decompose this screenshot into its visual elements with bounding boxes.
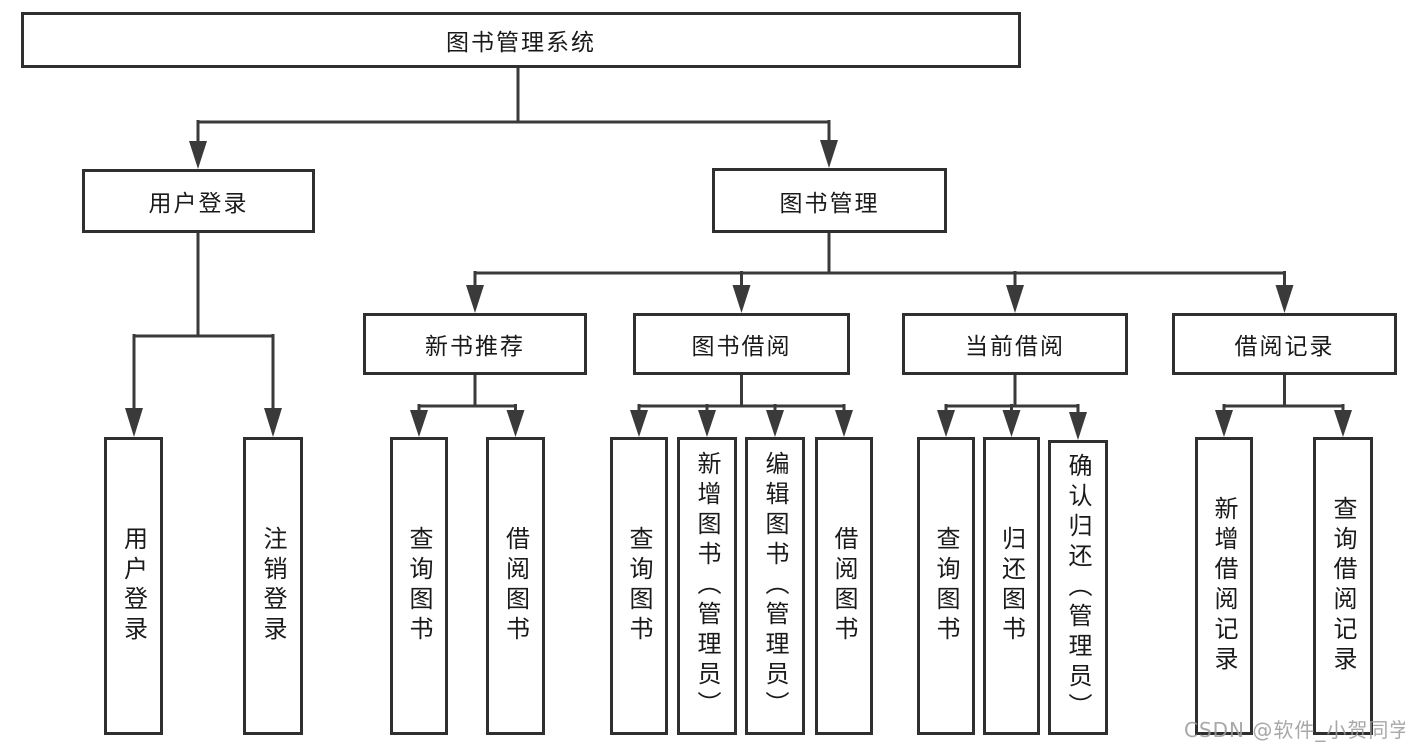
node-borrowing-records: 借阅记录 (1172, 313, 1397, 375)
leaf-query-books-current: 查询图书 (917, 437, 975, 735)
leaf-logout: 注销登录 (243, 437, 303, 735)
node-library-management-system: 图书管理系统 (21, 12, 1021, 68)
leaf-user-login: 用户登录 (104, 437, 163, 735)
leaf-borrow-books-recommend: 借阅图书 (486, 437, 545, 735)
leaf-add-book-admin: 新增图书（管理员） (677, 437, 737, 735)
node-new-book-recommendation: 新书推荐 (363, 313, 587, 375)
leaf-query-books-borrowing: 查询图书 (610, 437, 668, 735)
node-current-borrowing: 当前借阅 (902, 313, 1128, 375)
leaf-borrow-books-borrowing: 借阅图书 (815, 437, 873, 735)
leaf-query-books-recommend: 查询图书 (390, 437, 448, 735)
node-book-borrowing: 图书借阅 (633, 313, 850, 375)
leaf-edit-book-admin: 编辑图书（管理员） (745, 437, 805, 735)
leaf-return-book: 归还图书 (983, 437, 1040, 735)
leaf-confirm-return-admin: 确认归还（管理员） (1048, 440, 1108, 735)
leaf-add-borrow-record: 新增借阅记录 (1195, 437, 1253, 735)
leaf-query-borrow-record: 查询借阅记录 (1313, 437, 1373, 735)
node-user-login: 用户登录 (82, 169, 315, 233)
node-book-management: 图书管理 (712, 168, 947, 233)
csdn-watermark: CSDN @软件_小贺同学 (1184, 718, 1405, 742)
